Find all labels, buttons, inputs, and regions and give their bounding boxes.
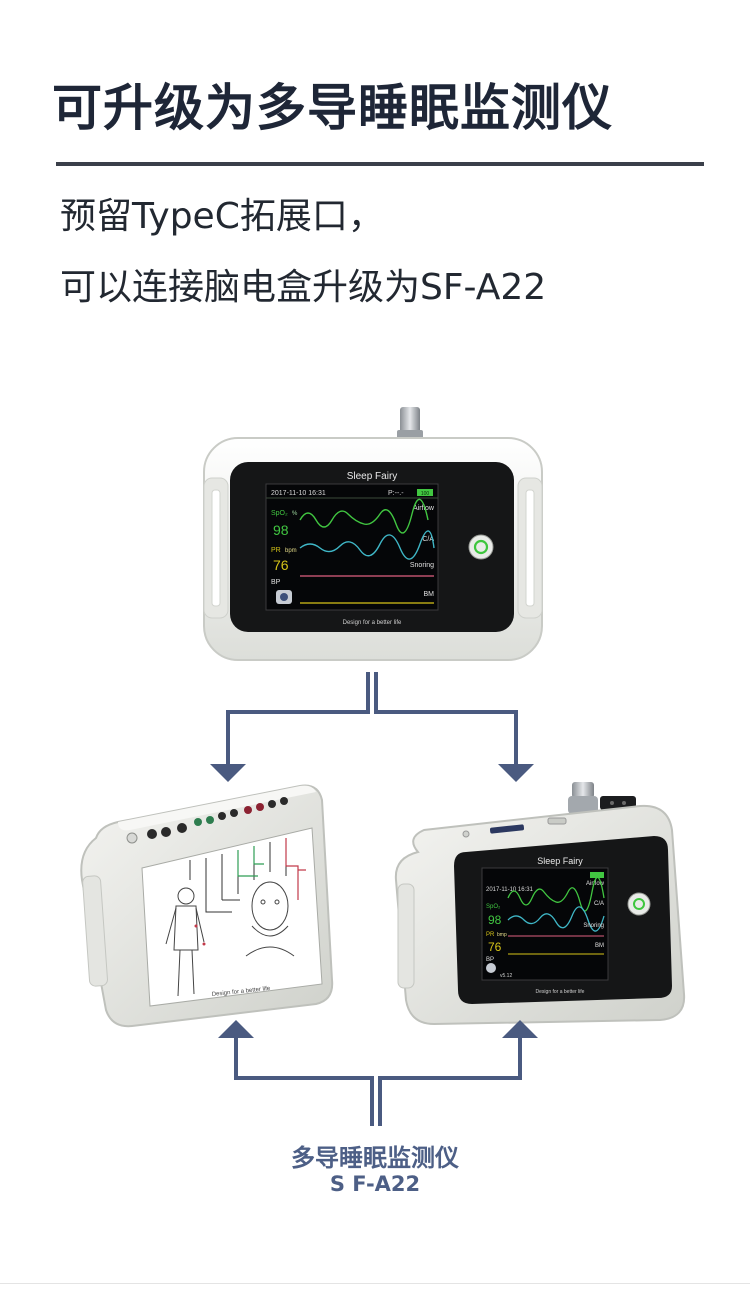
right-tagline: Design for a better life	[536, 989, 585, 995]
eeg-connector-row	[126, 797, 288, 844]
main-power-icon	[473, 539, 489, 555]
eeg-box-device: Design for a better life	[80, 784, 334, 1028]
eeg-head-figure	[245, 881, 295, 957]
main-pr-value: 76	[273, 557, 289, 573]
main-pr-label: PR	[271, 547, 281, 554]
main-connector	[400, 407, 420, 437]
main-power-button[interactable]	[468, 534, 494, 560]
main-wave-bm-label: BM	[424, 591, 435, 598]
right-wave-bm-label: BM	[595, 943, 604, 949]
split-arrows	[226, 672, 518, 770]
right-power-button[interactable]	[627, 892, 651, 916]
right-pr-value: 76	[488, 940, 502, 954]
main-device: Sleep Fairy 2017-11-10 16:31 P:--.- 100 …	[203, 407, 543, 661]
right-bp-label: BP	[486, 957, 494, 963]
main-wave-ca	[299, 530, 435, 560]
main-wave-ca-label: C/A	[422, 536, 434, 543]
main-wave-airflow-label: Airflow	[413, 505, 435, 512]
main-battery: 100	[421, 491, 430, 497]
bottom-product-name: 多导睡眠监测仪	[291, 1144, 459, 1172]
right-power-icon	[633, 898, 645, 910]
right-spo2-label: SpO₂	[486, 904, 501, 910]
main-battery-icon	[417, 489, 433, 496]
bottom-product-model: S F-A22	[329, 1172, 421, 1196]
right-home-icon	[486, 963, 496, 973]
arrow-up-left	[218, 1020, 254, 1038]
right-battery-icon	[590, 872, 604, 878]
right-brand: Sleep Fairy	[537, 856, 583, 866]
arrow-up-right	[502, 1020, 538, 1038]
merge-arrows	[234, 1032, 522, 1126]
right-pr-unit: bmp	[497, 932, 507, 938]
right-device: Sleep Fairy 2017-11-10 16:31 SpO₂ 98 PR …	[394, 782, 686, 1026]
main-wave-snoring-label: Snoring	[410, 562, 434, 569]
main-spo2-unit: %	[292, 511, 298, 517]
subtitle-line-2: 可以连接脑电盒升级为SF-A22	[60, 267, 547, 308]
right-wave-airflow	[507, 876, 605, 912]
main-datetime: 2017-11-10 16:31	[271, 490, 326, 497]
arrow-down-left	[210, 764, 246, 782]
heading-divider	[56, 162, 704, 166]
main-bp-label: BP	[271, 579, 281, 586]
right-datetime: 2017-11-10 16:31	[486, 887, 534, 893]
page-heading: 可升级为多导睡眠监测仪	[52, 79, 613, 137]
right-wave-snoring-label: Snoring	[583, 923, 604, 929]
main-pr-unit: bpm	[285, 548, 297, 554]
main-spo2-label: SpO₂	[271, 510, 288, 517]
main-home-icon	[280, 593, 288, 601]
main-brand: Sleep Fairy	[347, 471, 398, 482]
right-wave-airflow-label: Airflow	[586, 881, 605, 887]
main-wave-airflow	[299, 498, 429, 534]
footer-divider	[0, 1283, 750, 1284]
main-spo2-value: 98	[273, 522, 289, 538]
main-tagline: Design for a better life	[343, 620, 402, 626]
right-version: v5.12	[500, 973, 512, 979]
subtitle-line-1: 预留TypeC拓展口，	[60, 196, 384, 237]
eeg-body-figure	[165, 887, 205, 997]
main-p-indicator: P:--.-	[388, 490, 404, 497]
right-connector	[572, 782, 594, 798]
right-pr-label: PR	[486, 932, 495, 938]
arrow-down-right	[498, 764, 534, 782]
right-wave-ca	[507, 906, 605, 932]
right-spo2-value: 98	[488, 913, 502, 927]
right-wave-ca-label: C/A	[594, 901, 604, 907]
